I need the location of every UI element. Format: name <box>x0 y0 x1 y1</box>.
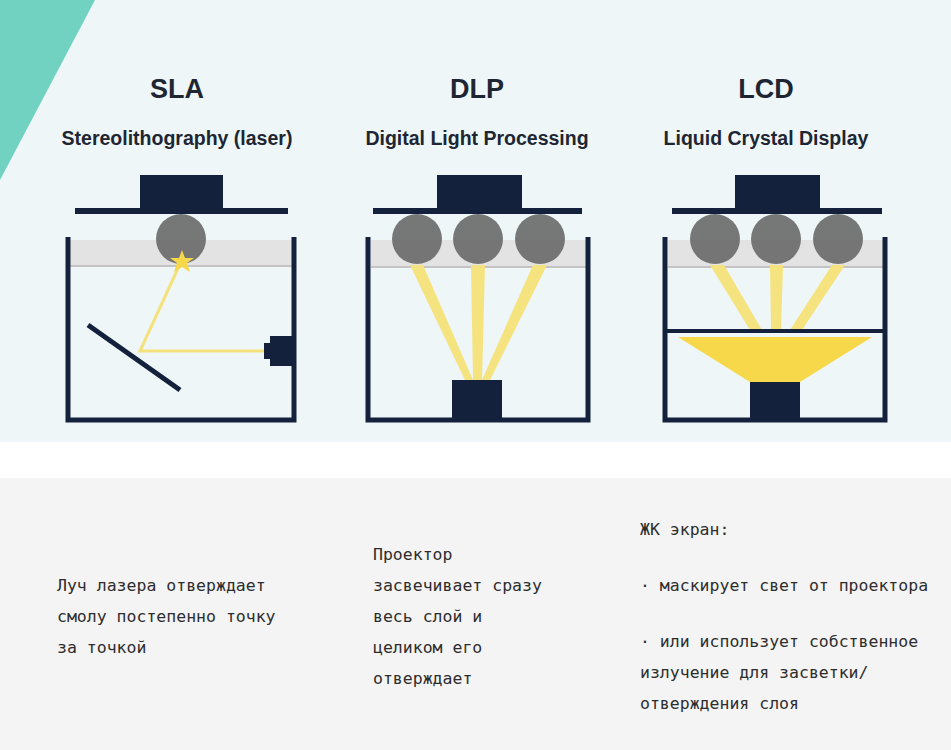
top-panel <box>0 0 951 442</box>
description-text: Проектор засвечивает сразу весь слой и ц… <box>373 539 553 694</box>
bullet-item: · маскирует свет от проектора <box>640 570 940 601</box>
description-heading: ЖК экран: <box>640 514 940 545</box>
sla-printer <box>68 175 294 420</box>
lcd-printer <box>665 175 885 422</box>
printer-type: SLA <box>77 73 277 105</box>
printer-full-name: Stereolithography (laser) <box>27 127 327 150</box>
printer-full-name: Digital Light Processing <box>327 127 627 150</box>
white-band <box>0 442 951 478</box>
bullet-item: · или использует собственное излучение д… <box>640 626 940 719</box>
printer-type: DLP <box>377 73 577 105</box>
printer-full-name: Liquid Crystal Display <box>616 127 916 150</box>
dlp-printer <box>368 175 588 422</box>
description-text: Луч лазера отверждает смолу постепенно т… <box>57 570 297 663</box>
corner-triangle <box>0 0 95 180</box>
bottom-panel <box>0 478 951 750</box>
printer-type: LCD <box>666 73 866 105</box>
